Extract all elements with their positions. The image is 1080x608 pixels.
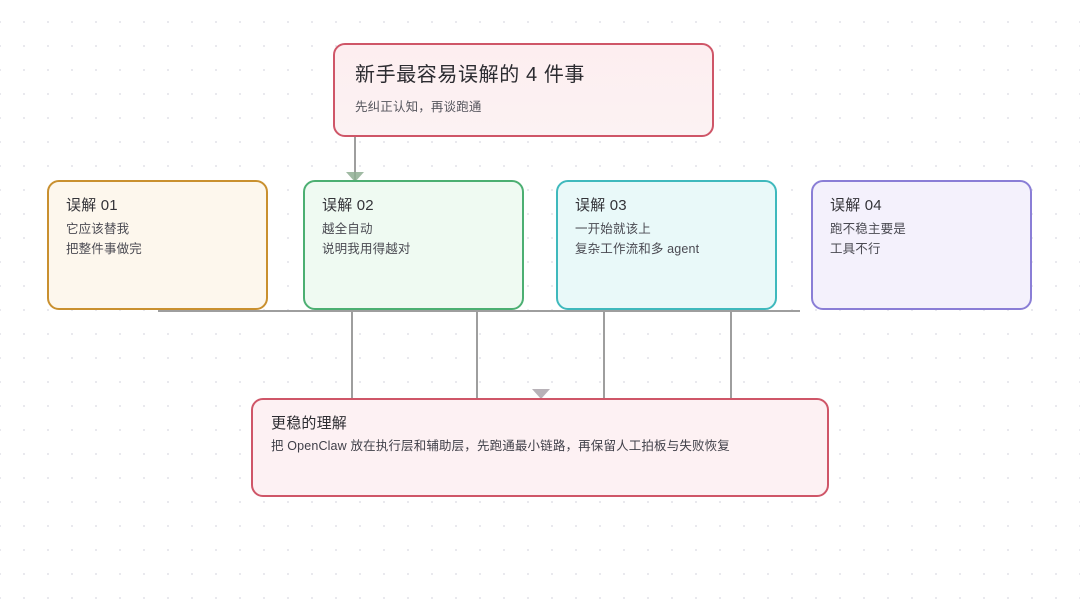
- conclusion-title: 更稳的理解: [271, 415, 348, 432]
- card-02-title: 误解 02: [322, 197, 374, 214]
- card-04-line-1: 跑不稳主要是: [830, 222, 906, 237]
- node-card-04[interactable]: 误解 04 跑不稳主要是 工具不行: [811, 180, 1032, 310]
- card-03-title: 误解 03: [575, 197, 627, 214]
- card-04-title: 误解 04: [830, 197, 882, 214]
- card-04-line-2: 工具不行: [830, 241, 881, 256]
- node-root-title: 新手最容易误解的 4 件事: [355, 64, 586, 86]
- node-root-subtitle: 先纠正认知，再谈跑通: [355, 100, 482, 114]
- conclusion-body: 把 OpenClaw 放在执行层和辅助层，先跑通最小链路，再保留人工拍板与失败恢…: [271, 439, 730, 454]
- node-card-03[interactable]: 误解 03 一开始就该上 复杂工作流和多 agent: [556, 180, 777, 310]
- card-02-line-1: 越全自动: [322, 222, 373, 237]
- node-card-01[interactable]: 误解 01 它应该替我 把整件事做完: [47, 180, 268, 310]
- card-02-line-2: 说明我用得越对: [322, 241, 411, 256]
- card-01-title: 误解 01: [66, 197, 118, 214]
- card-03-line-1: 一开始就该上: [575, 222, 651, 237]
- card-03-line-2: 复杂工作流和多 agent: [575, 241, 700, 256]
- card-01-line-2: 把整件事做完: [66, 241, 142, 256]
- node-root[interactable]: 新手最容易误解的 4 件事 先纠正认知，再谈跑通: [333, 43, 714, 137]
- node-conclusion[interactable]: 更稳的理解 把 OpenClaw 放在执行层和辅助层，先跑通最小链路，再保留人工…: [251, 398, 829, 497]
- card-01-line-1: 它应该替我: [66, 222, 130, 237]
- node-card-02[interactable]: 误解 02 越全自动 说明我用得越对: [303, 180, 524, 310]
